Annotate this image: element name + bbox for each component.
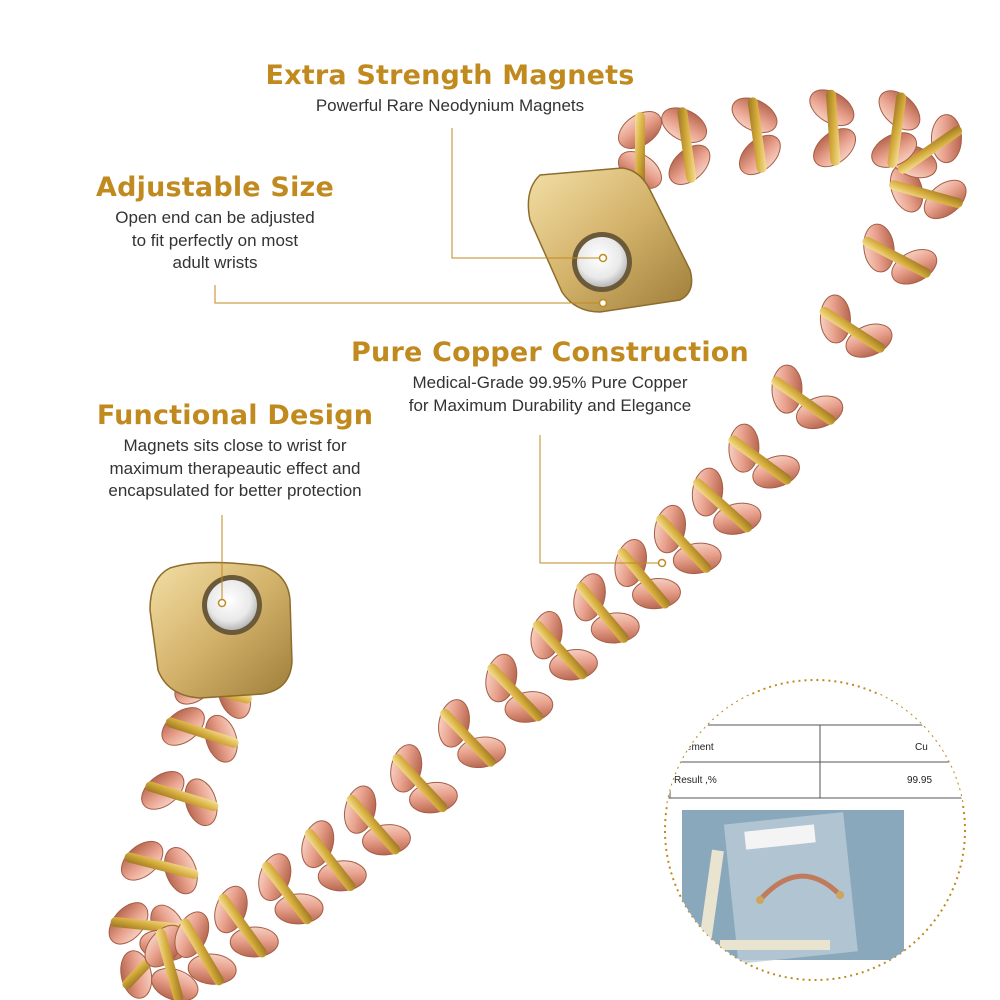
feature-adjustable-size: Adjustable Size Open end can be adjusted…: [85, 172, 345, 275]
magnet-end-cap-bottom: [149, 561, 293, 699]
brass-strand: [677, 107, 697, 183]
bracelet-link: [390, 744, 458, 814]
cert-result-value: 99.95: [907, 775, 932, 786]
cert-element-label: Element: [677, 742, 714, 753]
bracelet-link: [258, 853, 324, 925]
brass-strand: [180, 918, 224, 986]
brass-strand: [576, 582, 629, 643]
feature-title: Adjustable Size: [96, 172, 334, 203]
feature-description: Open end can be adjusted to fit perfectl…: [115, 208, 315, 272]
bracelet-link: [174, 911, 237, 986]
brass-strand: [218, 893, 267, 958]
bracelet-link: [661, 107, 711, 185]
feature-title: Extra Strength Magnets: [265, 60, 635, 91]
bracelet-link: [809, 89, 856, 168]
brass-strand: [155, 928, 184, 1000]
cert-element-value: Cu: [915, 742, 928, 753]
cert-result-label: Result ,%: [674, 775, 717, 786]
brass-strand: [392, 753, 448, 813]
brass-strand: [261, 861, 312, 925]
feature-extra-strength-magnets: Extra Strength Magnets Powerful Rare Neo…: [250, 60, 650, 118]
bracelet-link: [530, 611, 598, 681]
bracelet-link: [438, 699, 506, 769]
brass-strand: [440, 708, 496, 767]
brass-strand: [346, 794, 401, 855]
brass-strand: [728, 435, 792, 485]
brass-strand: [862, 236, 931, 278]
magnet-end-cap-top: [527, 167, 693, 313]
bracelet-link: [653, 504, 722, 575]
bracelet-link: [343, 785, 411, 856]
brass-strand: [145, 781, 219, 812]
brass-strand: [897, 126, 963, 174]
bracelet-link: [731, 97, 781, 176]
brass-strand: [889, 180, 963, 208]
bracelet-link: [214, 885, 279, 958]
feature-description: Medical-Grade 99.95% Pure Copper for Max…: [408, 373, 692, 415]
bracelet-link: [120, 840, 199, 895]
bracelet-link: [862, 223, 938, 285]
callout-dots: [217, 253, 667, 608]
feature-description: Magnets sits close to wrist for maximum …: [108, 436, 362, 500]
feature-title: Pure Copper Construction: [351, 337, 749, 368]
bracelet-link: [573, 573, 640, 644]
brass-strand: [771, 376, 836, 425]
bracelet-link: [144, 924, 199, 1000]
brass-strand: [124, 852, 199, 879]
brass-strand: [487, 663, 543, 722]
brass-strand: [747, 97, 767, 173]
bracelet-link: [771, 364, 844, 430]
bracelet-link: [141, 770, 219, 827]
brass-strand: [692, 478, 752, 533]
brass-strand: [819, 306, 885, 353]
bracelet-link: [871, 90, 921, 168]
brass-strand: [304, 828, 356, 892]
bracelet-link: [301, 820, 367, 892]
bracelet-link: [691, 467, 762, 535]
brass-strand: [887, 92, 907, 168]
brass-strand: [825, 89, 841, 166]
feature-pure-copper: Pure Copper Construction Medical-Grade 9…: [340, 337, 760, 417]
certificate-inset: 2008 Element Cu Result ,% 99.95: [664, 679, 966, 981]
feature-functional-design: Functional Design Magnets sits close to …: [80, 400, 390, 503]
cert-year: 2008: [677, 716, 700, 727]
feature-title: Functional Design: [96, 400, 374, 431]
feature-description: Powerful Rare Neodynium Magnets: [315, 96, 585, 115]
bracelet-link: [728, 423, 800, 489]
brass-strand: [656, 514, 712, 573]
callout-lines: [214, 128, 662, 603]
brass-strand: [635, 112, 645, 188]
brass-strand: [165, 717, 239, 748]
bracelet-link: [161, 707, 239, 763]
bracelet-link: [819, 294, 893, 358]
bracelet-link: [485, 653, 554, 723]
brass-strand: [532, 620, 588, 680]
